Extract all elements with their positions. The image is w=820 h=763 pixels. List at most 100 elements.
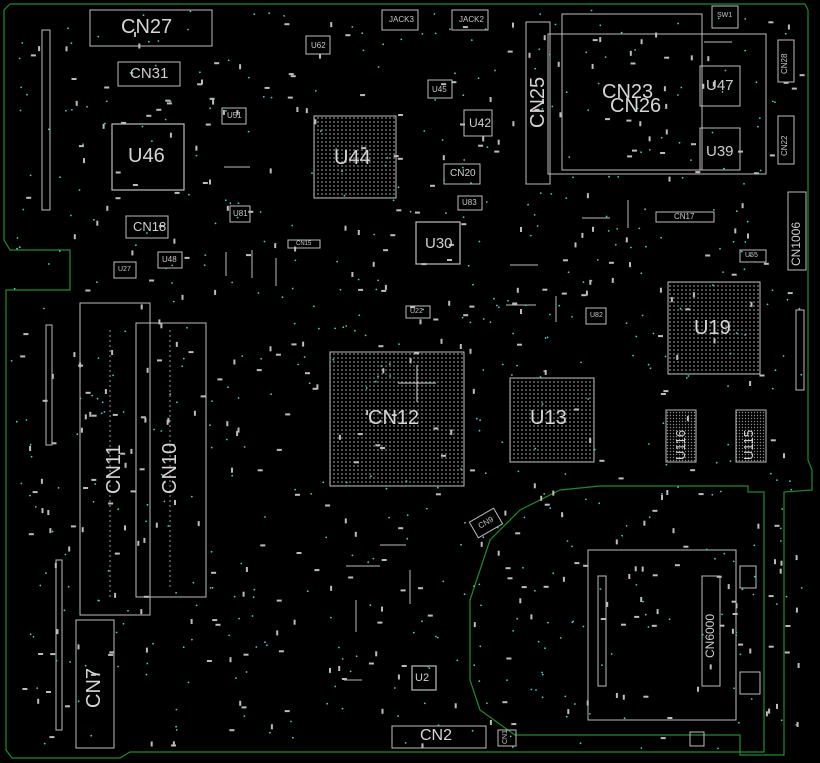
via-dot bbox=[18, 57, 21, 60]
via-dot bbox=[753, 575, 756, 578]
label-u82: U82 bbox=[590, 312, 603, 319]
via-dot bbox=[345, 325, 348, 327]
smd-pad bbox=[197, 521, 200, 527]
via-dot bbox=[571, 545, 573, 548]
smd-pad bbox=[226, 421, 229, 427]
via-dot bbox=[727, 385, 729, 387]
label-cn15: CN15 bbox=[296, 241, 312, 247]
via-dot bbox=[608, 175, 610, 178]
via-dot bbox=[589, 713, 591, 715]
smd-pad bbox=[314, 119, 317, 125]
smd-pad bbox=[768, 708, 771, 714]
via-dot bbox=[800, 373, 803, 376]
via-dot bbox=[160, 473, 163, 476]
via-dot bbox=[78, 189, 81, 191]
via-dot bbox=[572, 176, 574, 179]
smd-pad bbox=[40, 478, 43, 484]
label-jack3: JACK3 bbox=[389, 15, 414, 24]
via-dot bbox=[45, 572, 47, 575]
smd-pad bbox=[615, 539, 618, 545]
smd-pad bbox=[354, 531, 357, 537]
smd-pad bbox=[534, 108, 540, 111]
smd-pad bbox=[260, 544, 266, 547]
smd-pad bbox=[435, 493, 441, 496]
via-dot bbox=[717, 747, 719, 750]
smd-pad bbox=[664, 56, 670, 59]
via-dot bbox=[421, 620, 423, 623]
via-dot bbox=[70, 214, 72, 217]
smd-pad bbox=[155, 522, 158, 528]
smd-pad bbox=[38, 46, 41, 52]
label-u51: U51 bbox=[227, 111, 242, 120]
via-dot bbox=[195, 154, 198, 157]
smd-pad bbox=[489, 97, 492, 102]
smd-pad bbox=[181, 294, 184, 300]
via-dot bbox=[596, 259, 599, 261]
smd-pad bbox=[89, 411, 92, 417]
via-dot bbox=[647, 363, 650, 366]
smd-pad bbox=[663, 86, 666, 92]
smd-pad bbox=[50, 653, 56, 656]
label-cn18: CN18 bbox=[133, 219, 167, 234]
via-dot bbox=[103, 411, 106, 413]
smd-pad bbox=[459, 344, 462, 349]
via-dot bbox=[15, 420, 18, 423]
via-dot bbox=[175, 729, 178, 731]
via-dot bbox=[501, 363, 504, 366]
smd-pad bbox=[305, 372, 310, 375]
via-dot bbox=[625, 322, 628, 324]
cn29-strip bbox=[41, 29, 51, 211]
smd-pad bbox=[727, 584, 730, 590]
smd-pad bbox=[589, 279, 592, 285]
smd-pad bbox=[622, 694, 625, 700]
via-dot bbox=[165, 267, 168, 270]
via-dot bbox=[243, 715, 246, 717]
smd-pad bbox=[28, 533, 34, 536]
via-dot bbox=[388, 363, 391, 366]
smd-pad bbox=[197, 83, 203, 86]
via-dot bbox=[107, 570, 110, 572]
via-dot bbox=[496, 526, 499, 529]
smd-pad bbox=[294, 246, 297, 252]
board-outline bbox=[3, 3, 813, 759]
via-dot bbox=[473, 585, 475, 587]
smd-pad bbox=[690, 469, 696, 472]
cn25-outline bbox=[525, 21, 551, 185]
label-u83: U83 bbox=[462, 198, 477, 207]
via-dot bbox=[349, 670, 352, 673]
smd-pad bbox=[222, 109, 225, 115]
via-dot bbox=[744, 333, 747, 336]
smd-pad bbox=[276, 630, 279, 636]
smd-pad bbox=[375, 444, 381, 447]
via-dot bbox=[255, 646, 258, 648]
smd-pad bbox=[390, 234, 396, 237]
via-dot bbox=[325, 536, 328, 539]
smd-pad bbox=[469, 348, 472, 354]
via-dot bbox=[461, 316, 464, 319]
smd-pad bbox=[463, 314, 469, 317]
via-dot bbox=[25, 419, 28, 421]
via-dot bbox=[714, 557, 716, 560]
smd-pad bbox=[651, 624, 657, 627]
via-dot bbox=[537, 640, 540, 643]
smd-pad bbox=[674, 564, 680, 567]
via-dot bbox=[16, 237, 19, 239]
via-dot bbox=[780, 540, 782, 542]
via-dot bbox=[614, 243, 617, 246]
smd-pad bbox=[521, 586, 527, 589]
smd-pad bbox=[504, 510, 507, 516]
via-dot bbox=[686, 377, 688, 379]
smd-pad bbox=[734, 228, 737, 234]
via-dot bbox=[467, 264, 470, 267]
smd-pad bbox=[375, 651, 378, 657]
smd-pad bbox=[440, 338, 443, 344]
smd-pad bbox=[533, 483, 536, 489]
smd-pad bbox=[397, 157, 403, 160]
smd-pad bbox=[774, 559, 776, 565]
smd-pad bbox=[275, 353, 281, 356]
via-dot bbox=[774, 369, 777, 372]
via-dot bbox=[341, 170, 343, 173]
via-dot bbox=[621, 534, 623, 537]
smd-pad bbox=[296, 552, 302, 554]
via-dot bbox=[225, 110, 227, 112]
